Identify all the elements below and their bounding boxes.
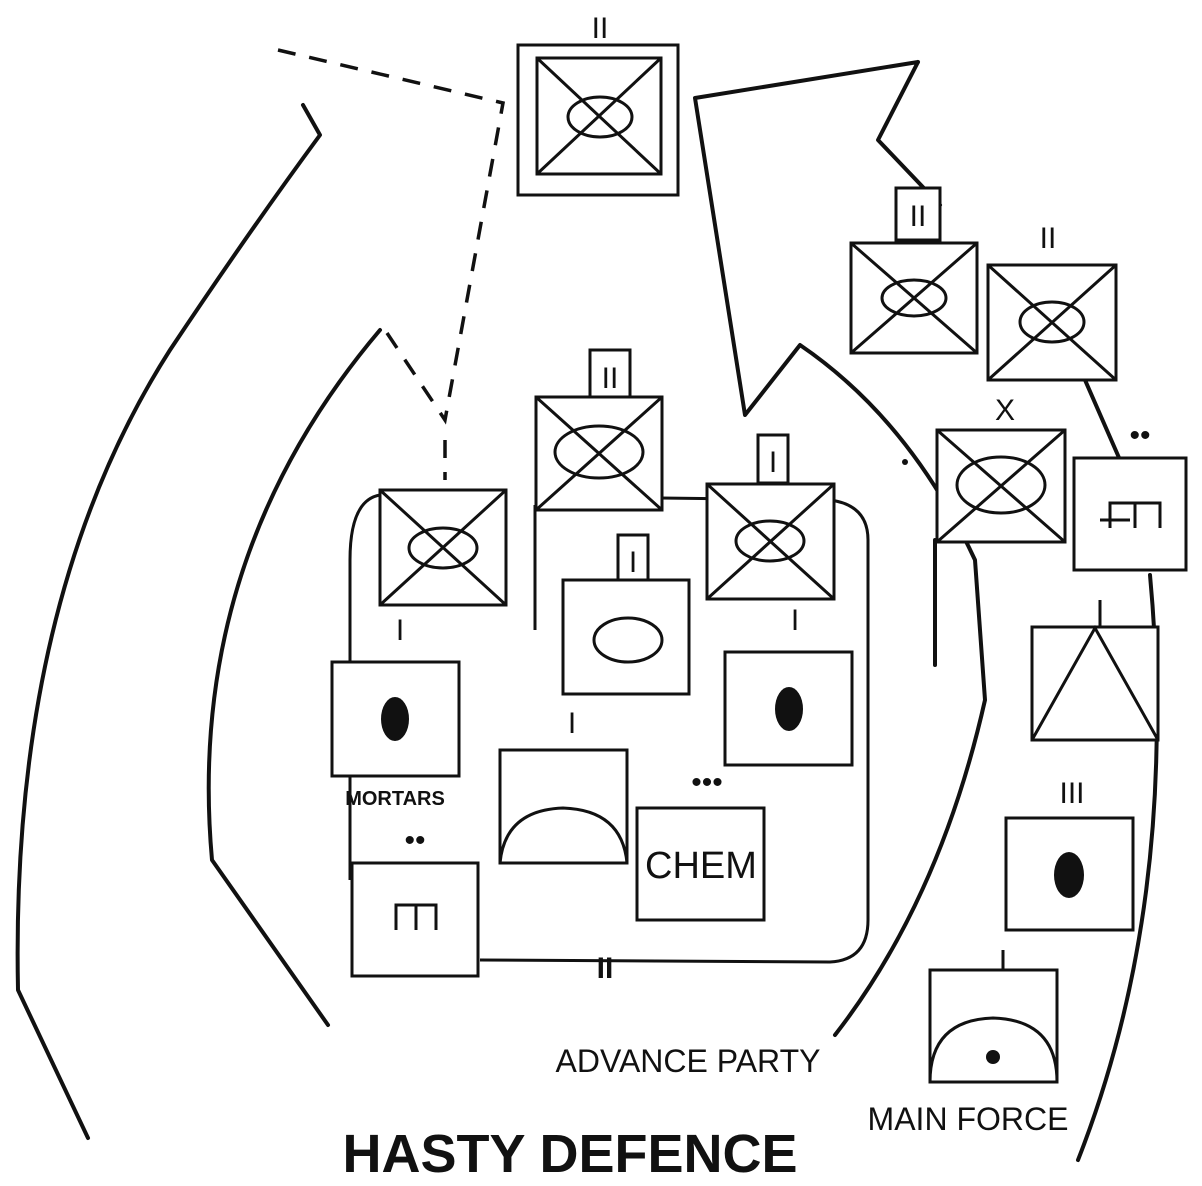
adv-company-tag: [756, 433, 790, 485]
chem-symbol: [635, 806, 766, 922]
main-force-label: MAIN FORCE: [868, 1101, 1069, 1137]
dome-echelon: I: [568, 707, 576, 740]
advance-party-perimeter: [348, 493, 870, 964]
adv-battalion-echelon: II: [602, 362, 619, 395]
right-engineer-symbol: [1072, 456, 1188, 572]
recon-echelon: I: [629, 546, 637, 579]
armour-symbol: [561, 578, 691, 696]
triangle-unit-symbol: [1030, 625, 1160, 742]
right-battalion-echelon: II: [910, 200, 927, 233]
far-right-battalion-echelon: II: [1040, 222, 1057, 255]
right-battalion-tag: [894, 186, 942, 242]
diagram-title: HASTY DEFENCE: [342, 1124, 797, 1184]
right-section-echelon: ••: [1129, 419, 1150, 452]
engineer-echelon: ••: [404, 824, 425, 857]
regiment-echelon: III: [1059, 777, 1084, 810]
inner-left-curve: [206, 328, 382, 1027]
dome-unit-symbol: [498, 748, 629, 865]
chem-label: CHEM: [645, 845, 757, 887]
mortars-echelon: I: [396, 614, 404, 647]
main-force-symbol: [928, 968, 1059, 1084]
outer-left-curve: [15, 103, 322, 1140]
advance-party-label: ADVANCE PARTY: [556, 1043, 821, 1079]
main-arrow: [693, 60, 987, 1037]
adv-company-echelon: I: [769, 446, 777, 479]
mortars-label: MORTARS: [345, 788, 445, 810]
top-battalion-echelon: II: [592, 12, 609, 45]
chem-echelon: •••: [691, 766, 723, 799]
artillery-echelon: I: [791, 604, 799, 637]
brigade-echelon: X: [995, 394, 1015, 427]
dashed-route: [277, 48, 506, 425]
boundary-marker: II: [597, 952, 614, 985]
